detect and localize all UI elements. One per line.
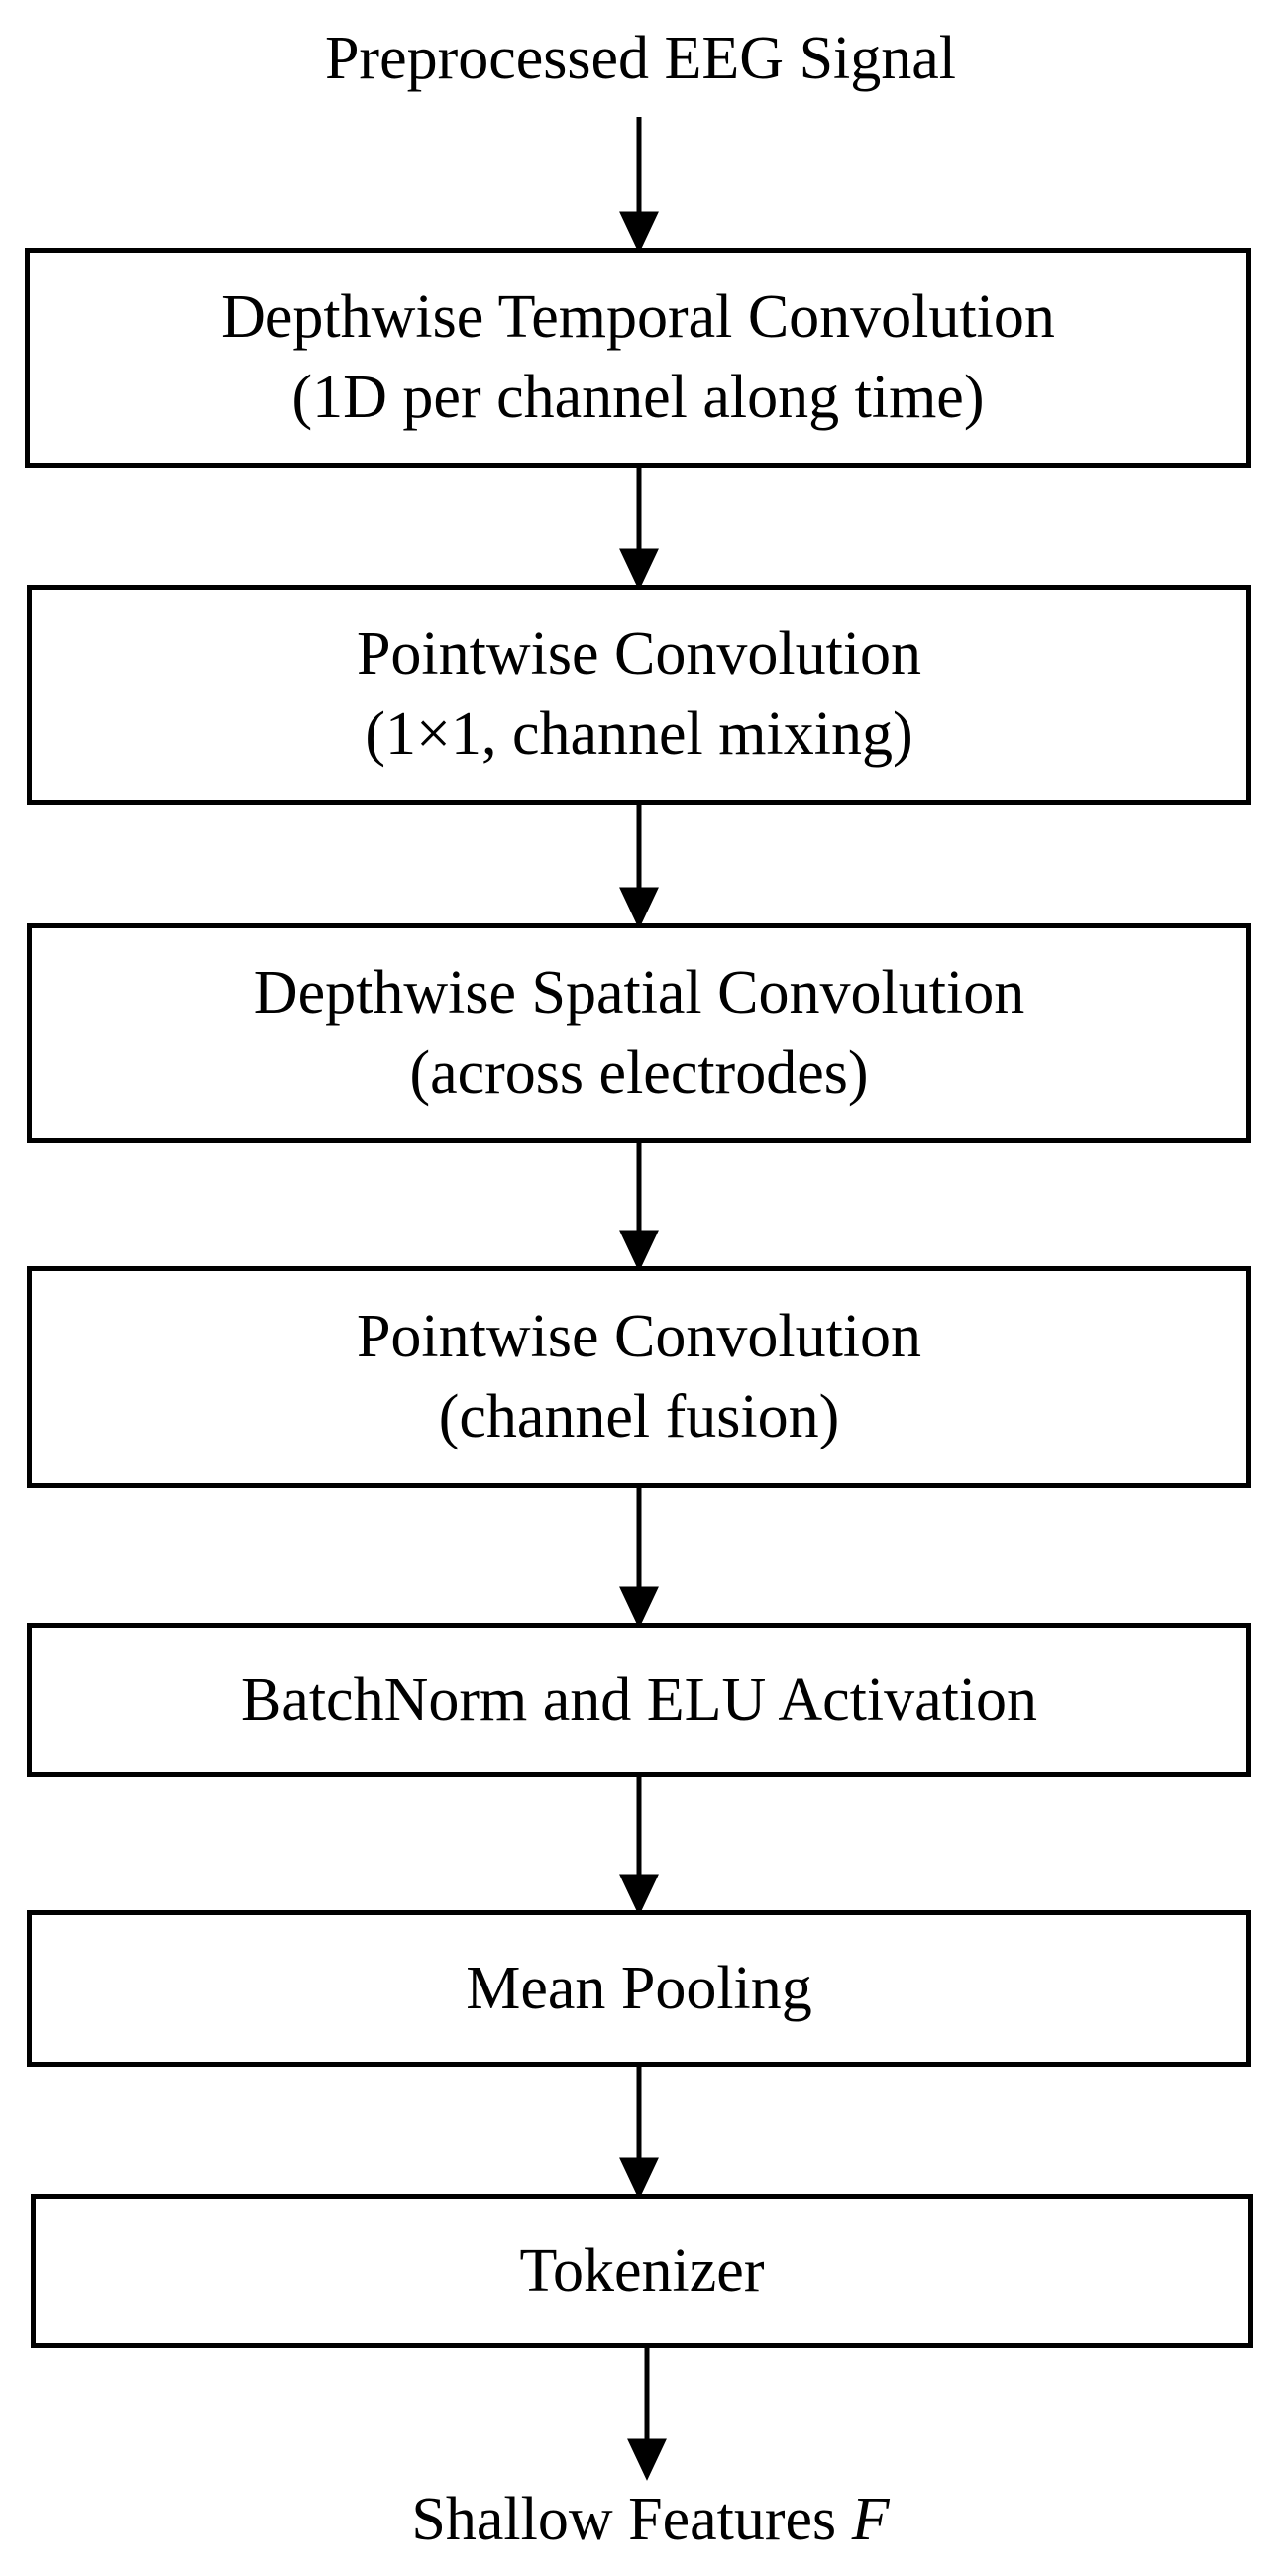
step-3-subtitle: (across electrodes) <box>409 1039 869 1107</box>
step-box-6: Mean Pooling <box>27 1910 1251 2067</box>
step-box-5: BatchNorm and ELU Activation <box>27 1623 1251 1777</box>
step-4-title: Pointwise Convolution <box>356 1303 922 1371</box>
step-2-subtitle: (1×1, channel mixing) <box>365 700 913 768</box>
step-3-title: Depthwise Spatial Convolution <box>253 959 1025 1027</box>
step-box-7: Tokenizer <box>31 2194 1253 2348</box>
arrow-4-head <box>619 1230 659 1272</box>
step-box-4: Pointwise Convolution (channel fusion) <box>27 1266 1251 1488</box>
step-4-subtitle: (channel fusion) <box>438 1383 840 1450</box>
arrow-1-head <box>619 211 659 254</box>
arrow-2-head <box>619 548 659 590</box>
step-box-1: Depthwise Temporal Convolution (1D per c… <box>25 248 1251 468</box>
arrow-5-head <box>619 1586 659 1629</box>
output-label-text: Shallow Features <box>411 2486 837 2553</box>
output-label: Shallow Features F <box>10 2489 1281 2550</box>
arrow-8-head <box>627 2438 667 2481</box>
step-1-title: Depthwise Temporal Convolution <box>221 283 1055 352</box>
step-1-subtitle: (1D per channel along time) <box>291 364 985 431</box>
arrow-6-head <box>619 1874 659 1916</box>
step-6-title: Mean Pooling <box>466 1954 812 2022</box>
step-2-title: Pointwise Convolution <box>356 620 922 689</box>
step-5-title: BatchNorm and ELU Activation <box>240 1665 1038 1734</box>
output-symbol: F <box>851 2486 890 2553</box>
arrow-7-head <box>619 2157 659 2200</box>
input-label: Preprocessed EEG Signal <box>324 25 957 92</box>
arrow-3-head <box>619 887 659 929</box>
step-box-2: Pointwise Convolution (1×1, channel mixi… <box>27 585 1251 805</box>
step-box-3: Depthwise Spatial Convolution (across el… <box>27 923 1251 1143</box>
step-7-title: Tokenizer <box>519 2236 765 2305</box>
